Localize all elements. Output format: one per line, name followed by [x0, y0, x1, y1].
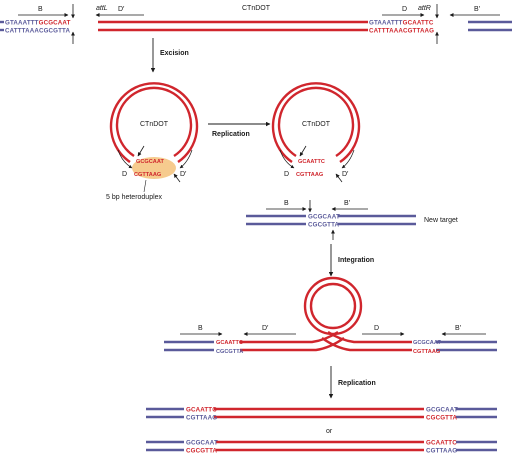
excision-step: Excision — [150, 38, 189, 73]
target-Bprime-label: B′ — [344, 200, 351, 207]
circle-2-cut-arrow-1 — [299, 145, 307, 157]
product-1: GCAATTC CGTTAAG GCGCAAT CGCGTTA — [146, 407, 497, 422]
p1-left-seq-top: GCAATTC — [186, 407, 217, 414]
top-B-label: B — [38, 6, 43, 13]
top-right-seq-bot: CATTTAAACGTTAAG — [369, 28, 434, 35]
circle-2-label: CTnDOT — [302, 121, 331, 128]
p2-right-seq-top: GCAATTC — [426, 440, 457, 447]
heteroduplex-label: 5 bp heteroduplex — [106, 194, 163, 201]
int-strand-red-right-top — [327, 331, 412, 344]
circle-1-seq-top: GCGCAAT — [136, 159, 164, 165]
top-left-seq-top: GTAAATTTGCGCAAT — [5, 20, 71, 27]
replication-2-step: Replication — [328, 366, 376, 399]
circle-1-cut-arrow-1 — [137, 145, 145, 157]
int-right-seq-top: GCGCAAT — [413, 340, 441, 346]
circle-1-inner — [115, 86, 193, 158]
target-seq-bot: CGCGTTA — [308, 222, 340, 229]
intermediate-loop-inner — [309, 282, 357, 330]
target-seq-top: GCGCAAT — [308, 214, 340, 221]
circle-1: CTnDOT GCGCAAT CGTTAAG D D′ 5 bp heterod… — [106, 82, 199, 201]
replication-1-step: Replication — [208, 121, 271, 138]
circle-2-Dprime-label: D′ — [342, 171, 349, 178]
circle-1-seq-bot: CGTTAAG — [134, 172, 161, 178]
p1-left-seq-bot: CGTTAAG — [186, 415, 217, 422]
circle-2-D-label: D — [284, 171, 289, 178]
heteroduplex-highlight — [132, 157, 176, 179]
product-2: GCGCAAT CGCGTTA GCAATTC CGTTAAG — [146, 440, 497, 455]
circle-2: CTnDOT GCAATTC CGTTAAG D D′ — [271, 82, 361, 183]
int-Bprime-label: B′ — [455, 325, 462, 332]
replication-2-label: Replication — [338, 380, 376, 387]
circle-2-inner — [277, 86, 355, 158]
excision-label: Excision — [160, 50, 189, 57]
circle-1-D-label: D — [122, 171, 127, 178]
p2-right-seq-bot: CGTTAAG — [426, 448, 457, 455]
circle-2-seq-top: GCAATTC — [298, 159, 325, 165]
circle-1-label: CTnDOT — [140, 121, 169, 128]
int-Dprime-label: D′ — [262, 325, 269, 332]
attL-label: attL — [96, 5, 108, 12]
circle-1-Dprime-arrow — [179, 149, 193, 169]
new-target-label: New target — [424, 217, 458, 224]
top-integrated-element: CTnDOT attL attR B D′ D B′ GTAAATTTGCGCA… — [0, 4, 512, 44]
p2-left-seq-bot: CGCGTTA — [186, 448, 218, 455]
top-D-label: D — [402, 6, 407, 13]
circle-1-D-arrow — [117, 149, 133, 169]
circle-1-outer — [109, 82, 199, 163]
attR-label: attR — [418, 5, 431, 12]
circle-2-Dprime-arrow — [341, 149, 355, 169]
top-Dprime-label: D′ — [118, 6, 125, 13]
or-label: or — [326, 428, 333, 435]
circle-2-seq-bot: CGTTAAG — [296, 172, 323, 178]
circle-1-Dprime-label: D′ — [180, 171, 187, 178]
circle-2-cut-arrow-2 — [335, 173, 343, 183]
int-D-label: D — [374, 325, 379, 332]
target-B-label: B — [284, 200, 289, 207]
circle-1-cut-arrow-2 — [173, 173, 181, 183]
p1-right-seq-bot: CGCGTTA — [426, 415, 458, 422]
integration-step: Integration — [328, 244, 374, 277]
top-right-seq-top: GTAAATTTGCAATTC — [369, 20, 434, 27]
top-Bprime-label: B′ — [474, 6, 481, 13]
int-right-seq-bot: CGTTAAG — [413, 349, 440, 355]
circle-2-outer — [271, 82, 361, 163]
integration-label: Integration — [338, 257, 374, 264]
int-left-seq-bot: CGCGTTA — [216, 349, 243, 355]
int-strand-red-right-bot — [321, 337, 412, 352]
top-title: CTnDOT — [242, 5, 271, 12]
integration-intermediate: GCAATTC CGCGTTA GCGCAAT CGTTAAG B D′ D B… — [164, 276, 497, 355]
p1-right-seq-top: GCGCAAT — [426, 407, 458, 414]
int-B-label: B — [198, 325, 203, 332]
int-left-seq-top: GCAATTC — [216, 340, 243, 346]
top-left-seq-bot: CATTTAAACGCGTTA — [5, 28, 71, 35]
replication-1-label: Replication — [212, 131, 250, 138]
circle-2-D-arrow — [279, 149, 295, 169]
intermediate-loop-outer — [303, 276, 363, 336]
heteroduplex-pointer — [143, 179, 147, 193]
p2-left-seq-top: GCGCAAT — [186, 440, 218, 447]
new-target: B B′ GCGCAAT CGCGTTA New target — [246, 200, 458, 240]
int-strand-red-left-bot — [240, 337, 345, 352]
